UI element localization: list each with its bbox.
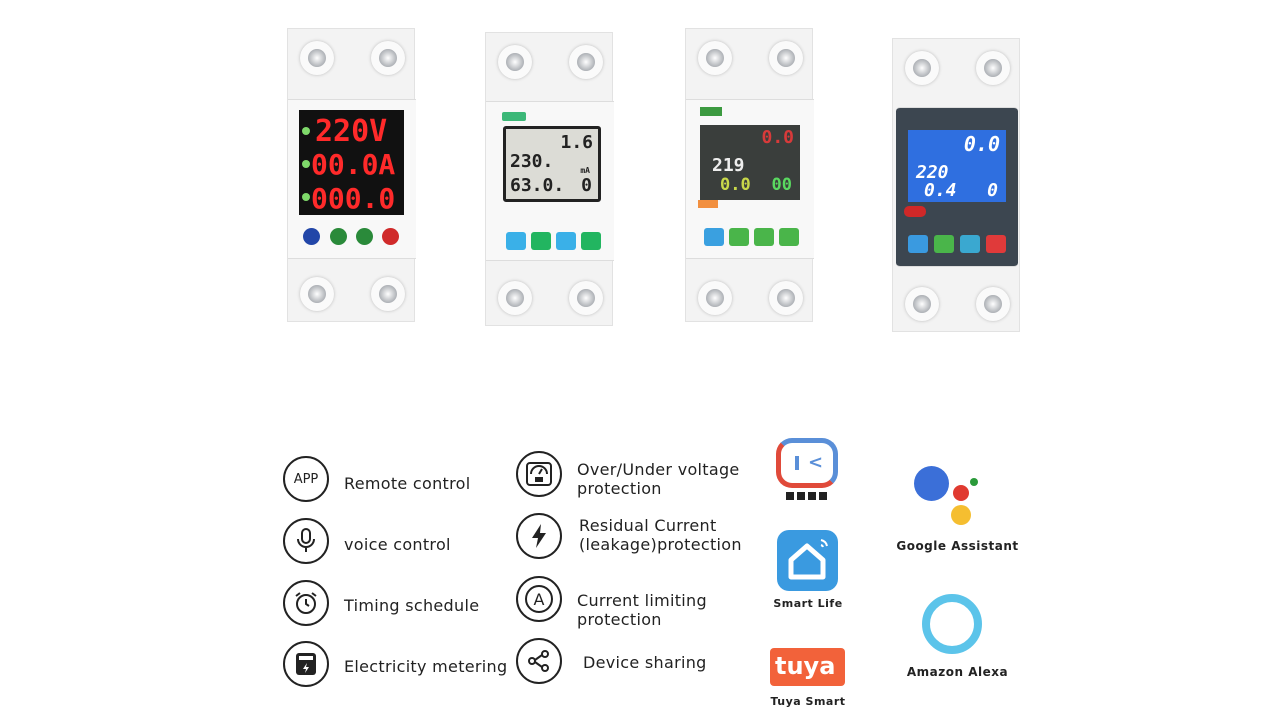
- share-icon: [516, 638, 562, 684]
- device-face: 0.0 219 0.0 00: [686, 99, 814, 259]
- screw: [769, 41, 803, 75]
- button-green[interactable]: [581, 232, 601, 250]
- button-green[interactable]: [531, 232, 551, 250]
- device-face: 1.6 230. mA 63.0. 0: [486, 101, 614, 261]
- current-readout: 00.0A: [311, 148, 396, 181]
- feature-electricity-metering: Electricity metering: [344, 657, 508, 676]
- feature-voice-control: voice control: [344, 535, 451, 554]
- status-label: [904, 206, 926, 217]
- smart-life-label: Smart Life: [773, 597, 843, 610]
- power-readout: 000.0: [311, 182, 396, 215]
- current-readout: 0.4: [924, 180, 957, 201]
- indicator-led: [302, 160, 310, 168]
- lcd-display: 0.0 219 0.0 00: [700, 125, 800, 200]
- voltage-readout: 219: [712, 155, 745, 176]
- screw: [569, 45, 603, 79]
- device-led-meter: 220V 00.0A 000.0: [287, 28, 416, 322]
- current-readout: 63.0.: [510, 175, 565, 196]
- button-green[interactable]: [729, 228, 749, 246]
- indicator-led: [302, 193, 310, 201]
- app-logo-icon: <: [776, 438, 838, 488]
- feature-device-sharing: Device sharing: [583, 653, 707, 672]
- button-blue[interactable]: [506, 232, 526, 250]
- microphone-icon: [283, 518, 329, 564]
- button-green[interactable]: [754, 228, 774, 246]
- tuya-smart-label: Tuya Smart: [770, 695, 846, 708]
- screw: [498, 281, 532, 315]
- feature-remote-control: Remote control: [344, 474, 471, 493]
- leakage-readout: 1.6: [560, 132, 593, 153]
- lightning-icon: [516, 513, 562, 559]
- button-blue[interactable]: [704, 228, 724, 246]
- right-readout: 0: [987, 180, 998, 201]
- button-green[interactable]: [779, 228, 799, 246]
- feature-residual-current: Residual Current (leakage)protection: [579, 516, 742, 554]
- button-green[interactable]: [356, 228, 373, 245]
- app-icon: APP: [283, 456, 329, 502]
- feature-current-limiting: Current limiting protection: [577, 591, 707, 629]
- voltage-readout: 220: [916, 162, 949, 183]
- screw: [371, 41, 405, 75]
- button-green[interactable]: [330, 228, 347, 245]
- alarm-clock-icon: [283, 580, 329, 626]
- voltage-readout: 230.: [510, 151, 554, 172]
- brand-badge: [502, 112, 526, 121]
- button-blue[interactable]: [960, 235, 980, 253]
- feature-over-under-voltage: Over/Under voltage protection: [577, 460, 740, 498]
- current-a-icon: A: [516, 576, 562, 622]
- button-red[interactable]: [382, 228, 399, 245]
- voltmeter-icon: [516, 451, 562, 497]
- led-display: 220V 00.0A 000.0: [299, 110, 404, 215]
- amazon-alexa-label: Amazon Alexa: [906, 665, 1009, 679]
- current-readout: 0.0: [720, 175, 751, 195]
- voltage-readout: 220V: [315, 114, 388, 149]
- leakage-readout: 0.0: [761, 127, 794, 148]
- button-red[interactable]: [986, 235, 1006, 253]
- smart-life-icon: [777, 530, 838, 591]
- alexa-icon: [922, 594, 982, 654]
- google-assistant-icon: [914, 466, 984, 526]
- button-blue[interactable]: [303, 228, 320, 245]
- screw: [769, 281, 803, 315]
- screw: [300, 277, 334, 311]
- lcd-display: 0.0 220 0.4 0: [908, 130, 1006, 202]
- leakage-readout: 0.0: [963, 132, 1000, 156]
- current-a-glyph: A: [525, 585, 553, 613]
- screw: [498, 45, 532, 79]
- screw: [698, 281, 732, 315]
- app-logo-caption: [786, 492, 828, 500]
- screw: [569, 281, 603, 315]
- right-readout: 00: [771, 175, 792, 195]
- device-blue-lcd-meter: 0.0 220 0.4 0: [892, 38, 1020, 332]
- device-lcd-meter: 1.6 230. mA 63.0. 0: [485, 32, 614, 326]
- status-label: [698, 200, 718, 208]
- device-face: 0.0 220 0.4 0: [896, 107, 1018, 267]
- tuya-icon: tuya: [770, 648, 845, 686]
- feature-timing-schedule: Timing schedule: [344, 596, 480, 615]
- lcd-display: 1.6 230. mA 63.0. 0: [503, 126, 601, 202]
- google-assistant-label: Google Assistant: [896, 539, 1019, 553]
- button-blue[interactable]: [908, 235, 928, 253]
- screw: [905, 51, 939, 85]
- screw: [300, 41, 334, 75]
- indicator-led: [302, 127, 310, 135]
- screw: [976, 51, 1010, 85]
- unit-label: mA: [580, 166, 590, 175]
- device-color-lcd-meter: 0.0 219 0.0 00: [685, 28, 814, 322]
- screw: [976, 287, 1010, 321]
- brand-badge: [700, 107, 722, 116]
- device-face: 220V 00.0A 000.0: [288, 99, 416, 259]
- button-green[interactable]: [934, 235, 954, 253]
- screw: [905, 287, 939, 321]
- screw: [371, 277, 405, 311]
- screw: [698, 41, 732, 75]
- button-blue[interactable]: [556, 232, 576, 250]
- right-readout: 0: [581, 175, 592, 196]
- meter-icon: [283, 641, 329, 687]
